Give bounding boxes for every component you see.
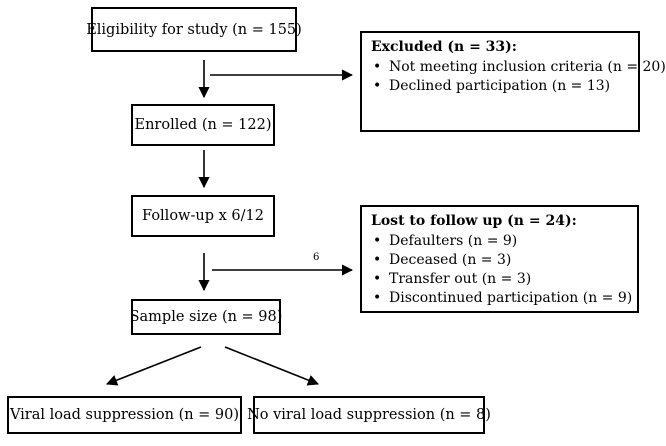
list-item: •Defaulters (n = 9) [373,233,518,249]
excluded-box: Excluded (n = 33): •Not meeting inclusio… [360,31,666,132]
followup-box: Follow-up x 6/12 [131,195,275,237]
no-viral-suppression-label: No viral load suppression (n = 8) [247,407,491,423]
enrolled-box: Enrolled (n = 122) [131,104,275,146]
arrow-sample-to-suppression [105,346,202,386]
list-item: •Deceased (n = 3) [373,252,512,268]
eligibility-box: Eligibility for study (n = 155) [86,7,302,52]
sample-size-box: Sample size (n = 98) [129,299,283,335]
viral-suppression-label: Viral load suppression (n = 90) [9,407,240,423]
bullet-icon: • [373,233,382,249]
bullet-icon: • [373,59,382,75]
arrow-sample-to-no-suppression [224,346,320,386]
excluded-list: •Not meeting inclusion criteria (n = 20)… [371,58,666,96]
excluded-title: Excluded (n = 33): [371,39,517,55]
eligibility-label: Eligibility for study (n = 155) [86,21,302,38]
followup-label: Follow-up x 6/12 [142,208,264,224]
list-item: •Transfer out (n = 3) [373,271,532,287]
no-viral-suppression-box: No viral load suppression (n = 8) [247,396,491,434]
viral-suppression-box: Viral load suppression (n = 90) [7,396,242,434]
list-item: •Declined participation (n = 13) [373,78,611,94]
bullet-icon: • [373,78,382,94]
list-item: •Not meeting inclusion criteria (n = 20) [373,59,666,75]
annotation-label: 6 [313,252,320,263]
flow-arrows [105,60,354,386]
list-item: •Discontinued participation (n = 9) [373,290,633,306]
lost-list: •Defaulters (n = 9) •Deceased (n = 3) •T… [371,232,633,308]
bullet-icon: • [373,290,382,306]
bullet-icon: • [373,252,382,268]
sample-size-label: Sample size (n = 98) [129,309,283,325]
lost-title: Lost to follow up (n = 24): [371,213,577,229]
lost-to-followup-box: Lost to follow up (n = 24): •Defaulters … [360,205,639,313]
bullet-icon: • [373,271,382,287]
enrolled-label: Enrolled (n = 122) [134,117,272,133]
